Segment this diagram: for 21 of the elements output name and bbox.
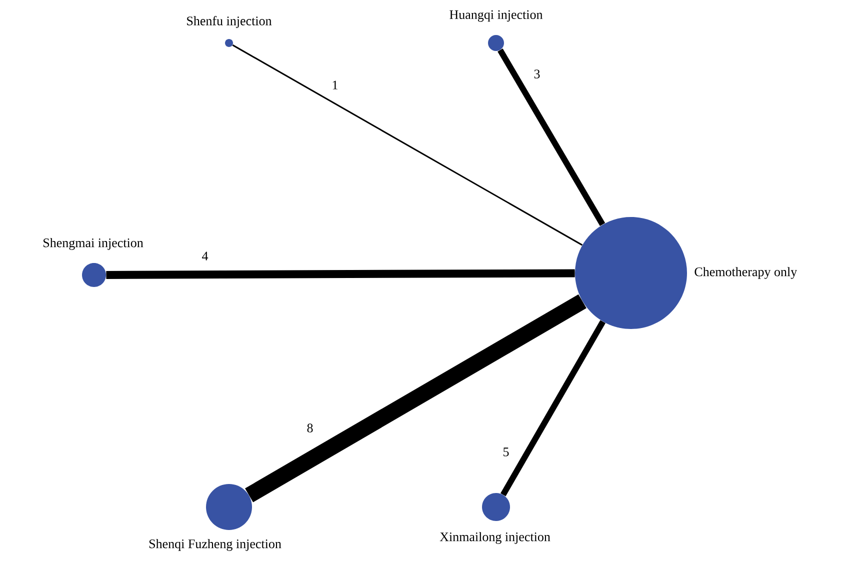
- edge-label: 5: [504, 448, 509, 456]
- edge-label: 1: [332, 80, 338, 90]
- edge-label: 3: [534, 70, 540, 78]
- network-node-circle: [575, 217, 687, 329]
- node-label: Shengmai injection: [44, 238, 144, 250]
- connecting-line: [500, 320, 606, 496]
- network-node-circle: [488, 35, 504, 51]
- connecting-line: [106, 269, 575, 279]
- connecting-line: [498, 48, 606, 226]
- network-node-circle: [482, 493, 510, 521]
- network-node-circle: [82, 263, 106, 287]
- connecting-line: [232, 44, 583, 246]
- node-label: Huangqi injection: [450, 10, 543, 22]
- network-node-circle: [225, 39, 233, 47]
- edge-label: 4: [202, 252, 208, 260]
- node-label: Chemotherapy only: [694, 267, 798, 279]
- edge-label: 8: [307, 424, 313, 432]
- node-label: Xinmailong injection: [440, 532, 550, 544]
- node-label: Shenfu injection: [187, 16, 272, 28]
- node-label: Shenqi Fuzheng injection: [149, 539, 282, 551]
- network-node-circle: [206, 484, 252, 530]
